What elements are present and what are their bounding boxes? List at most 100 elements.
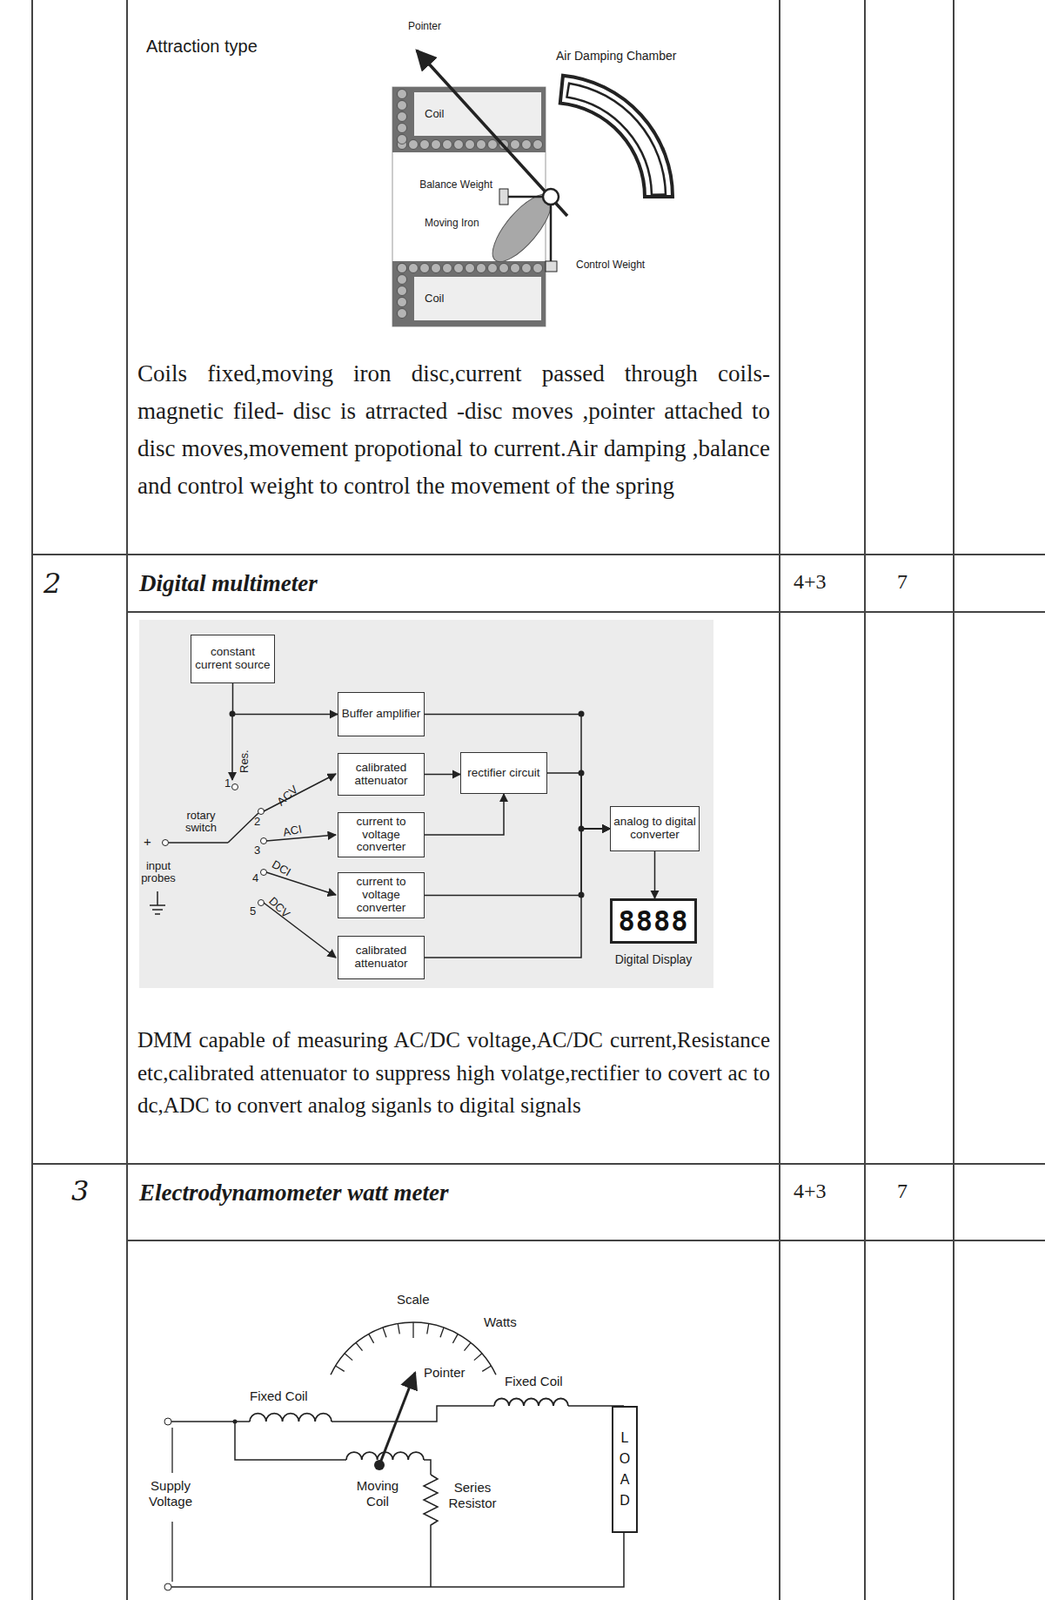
scale-tick bbox=[452, 1333, 458, 1342]
coil-winding bbox=[522, 140, 532, 150]
scale-tick bbox=[355, 1341, 363, 1350]
coil-winding bbox=[476, 140, 487, 150]
coil-winding bbox=[454, 140, 464, 150]
coil-winding bbox=[465, 140, 476, 150]
block-text: current to voltage converter bbox=[341, 815, 422, 855]
table-rule bbox=[127, 1239, 1045, 1241]
part-label: 4+3 bbox=[793, 1178, 827, 1204]
question-number: 3 bbox=[71, 1174, 89, 1207]
block-text: calibrated attenuator bbox=[341, 944, 422, 971]
part-label: Electrodynamometer watt meter bbox=[139, 1178, 449, 1206]
coil-winding bbox=[431, 140, 442, 150]
control-weight bbox=[545, 261, 557, 272]
coil-winding bbox=[397, 263, 408, 274]
part-label: rotary switch bbox=[178, 809, 224, 834]
block-box: constant current source bbox=[190, 634, 275, 684]
digital-display: 8888Digital Display bbox=[609, 897, 697, 966]
coil-winding bbox=[408, 263, 419, 274]
signal-arrow bbox=[547, 772, 610, 829]
block-text: LOAD bbox=[617, 1426, 632, 1511]
block-text: current to voltage converter bbox=[341, 875, 422, 915]
switch-contact bbox=[258, 808, 265, 815]
block-box: Buffer amplifier bbox=[337, 691, 425, 737]
table-rule bbox=[778, 0, 781, 1600]
block-box: analog to digital converter bbox=[609, 805, 700, 851]
coil-winding bbox=[533, 263, 543, 274]
moving-iron bbox=[482, 186, 561, 271]
table-rule bbox=[127, 610, 1045, 613]
display-digits: 8888 bbox=[609, 897, 697, 944]
scale-tick bbox=[397, 1323, 400, 1334]
coil-block bbox=[414, 276, 542, 321]
scale-tick bbox=[440, 1326, 444, 1337]
part-label: Fixed Coil bbox=[249, 1387, 309, 1403]
display-label: Digital Display bbox=[609, 951, 697, 966]
wire bbox=[231, 713, 234, 780]
switch-contact bbox=[258, 899, 265, 906]
coil-winding bbox=[499, 263, 510, 274]
part-label: Supply Voltage bbox=[139, 1477, 202, 1509]
scale-arc bbox=[330, 1321, 496, 1374]
table-rule bbox=[31, 0, 34, 1600]
block-text: rectifier circuit bbox=[467, 766, 540, 780]
block-box: current to voltage converter bbox=[337, 871, 425, 918]
part-label: Attraction type bbox=[146, 36, 258, 57]
part-label: + bbox=[143, 833, 152, 849]
scale-tick bbox=[335, 1365, 345, 1371]
coil-block bbox=[392, 87, 546, 153]
part-label: 7 bbox=[897, 1178, 908, 1204]
scale-tick bbox=[482, 1365, 491, 1371]
fixed-coil bbox=[249, 1413, 332, 1421]
coil-block bbox=[414, 92, 542, 136]
wire bbox=[171, 1532, 624, 1587]
coil-winding bbox=[408, 140, 419, 150]
part-label: Scale bbox=[396, 1291, 430, 1307]
answer-text: DMM capable of measuring AC/DC voltage,A… bbox=[137, 1023, 771, 1122]
switch-contact bbox=[232, 783, 239, 791]
part-label: Air Damping Chamber bbox=[555, 48, 677, 63]
supply-terminal bbox=[164, 1417, 172, 1425]
coil-winding bbox=[397, 274, 408, 285]
coil-winding bbox=[397, 263, 408, 274]
coil-winding bbox=[533, 140, 543, 150]
part-label: 5 bbox=[249, 904, 256, 918]
coil-winding bbox=[397, 286, 408, 296]
part-label: input probes bbox=[137, 859, 180, 885]
scale-tick bbox=[368, 1333, 375, 1342]
block-box: calibrated attenuator bbox=[337, 752, 425, 796]
question-number: 2 bbox=[43, 567, 61, 600]
signal-arrow bbox=[424, 714, 610, 830]
coil-winding bbox=[476, 263, 487, 274]
part-label: 1 bbox=[224, 777, 231, 791]
coil-winding bbox=[488, 263, 498, 274]
part-label: 2 bbox=[254, 815, 261, 829]
part-label: Series Resistor bbox=[442, 1479, 503, 1511]
scale-tick bbox=[344, 1353, 353, 1360]
scale-tick bbox=[463, 1341, 471, 1350]
part-label: 4 bbox=[252, 871, 259, 885]
part-label: Control Weight bbox=[576, 259, 645, 272]
pivot bbox=[374, 1459, 385, 1470]
fixed-coil bbox=[494, 1398, 569, 1407]
scale-tick bbox=[427, 1323, 429, 1334]
probe-terminal bbox=[162, 839, 169, 846]
answer-text: Coils fixed,moving iron disc,current pas… bbox=[137, 355, 771, 505]
supply-line bbox=[171, 1426, 173, 1473]
coil-winding bbox=[510, 140, 521, 150]
signal-arrow bbox=[233, 683, 339, 715]
wire bbox=[168, 841, 228, 844]
part-label: Res. bbox=[238, 749, 252, 773]
table-rule bbox=[32, 553, 1045, 556]
signal-arrow bbox=[424, 828, 610, 958]
table-rule bbox=[126, 0, 128, 1600]
block-text: analog to digital converter bbox=[613, 815, 697, 842]
coil-winding bbox=[522, 263, 532, 274]
coil-winding bbox=[397, 123, 408, 134]
coil-winding bbox=[397, 100, 408, 111]
part-label: Coil bbox=[424, 292, 444, 306]
supply-line bbox=[171, 1520, 173, 1581]
resistor-symbol bbox=[423, 1473, 438, 1587]
part-label: Watts bbox=[483, 1313, 517, 1329]
wire bbox=[234, 1420, 431, 1474]
